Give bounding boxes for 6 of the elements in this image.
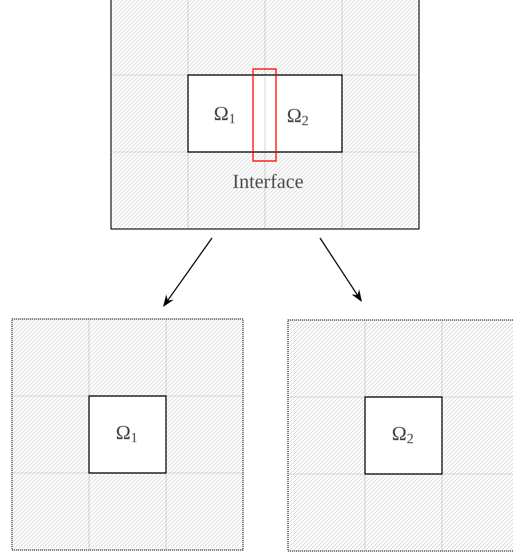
domain-label: Ω$_{2}$ [288, 108, 308, 126]
hatched-grid [12, 318, 244, 550]
domain-label: Ω$_{2}$ [392, 426, 413, 444]
domain-label: Ω$_{1}$ [214, 106, 235, 124]
domain-label: Ω$_{1}$ [116, 426, 137, 442]
interface-label: Interface [233, 174, 303, 188]
